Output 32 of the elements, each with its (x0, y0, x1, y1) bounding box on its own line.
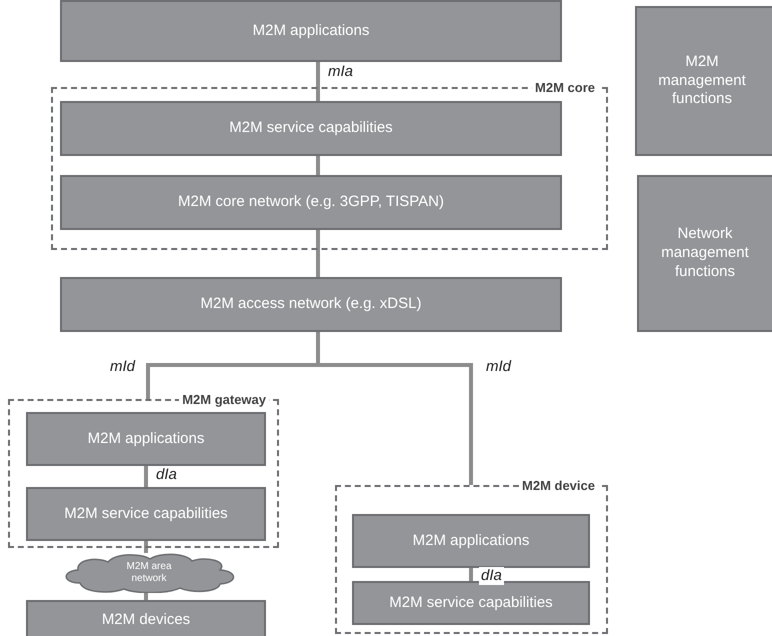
box-label: M2M applications (412, 532, 530, 550)
box-label: M2M management functions (657, 52, 747, 110)
process-box (60, 277, 562, 332)
connector-line (316, 332, 473, 485)
box-label: M2M service capabilities (389, 594, 553, 612)
process-box (26, 600, 266, 636)
connector-line (144, 466, 148, 487)
box-label: M2M service capabilities (64, 504, 228, 524)
connector-line (316, 230, 320, 277)
edge-label: dIa (479, 567, 504, 585)
process-box (26, 487, 266, 541)
connector-line (144, 593, 148, 600)
cloud-label: M2M area network (125, 561, 172, 585)
process-box (637, 175, 772, 332)
process-box (635, 6, 772, 156)
box-label: M2M applications (252, 22, 370, 40)
box-label: Network management functions (660, 225, 750, 282)
connector-line (469, 568, 473, 581)
box-label: M2M devices (102, 610, 190, 630)
process-box (26, 412, 266, 466)
box-label: M2M service capabilities (229, 119, 393, 138)
box-label: M2M core network (e.g. 3GPP, TISPAN) (178, 193, 444, 212)
box-label: M2M applications (88, 430, 204, 448)
process-box (60, 0, 562, 62)
process-box (60, 175, 562, 230)
process-box (352, 581, 590, 625)
process-box (60, 101, 562, 156)
connector-line (144, 541, 148, 553)
box-label: M2M access network (e.g. xDSL) (200, 295, 422, 314)
connector-line (316, 62, 320, 101)
connector-line (316, 156, 320, 175)
process-box (352, 514, 590, 568)
